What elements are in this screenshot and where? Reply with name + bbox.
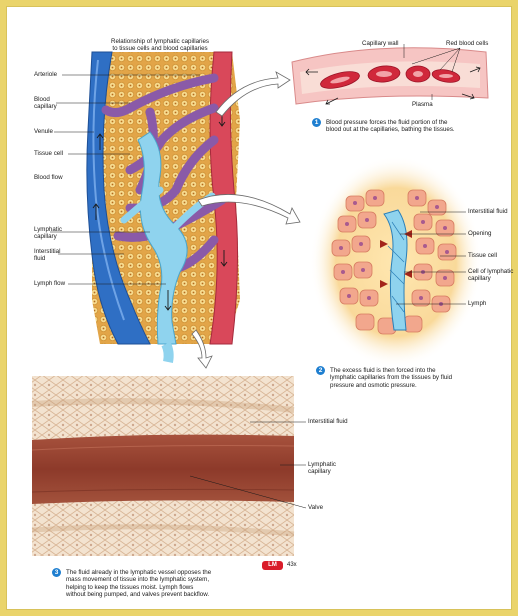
label-lymphatic-capillary: Lymphatic capillary xyxy=(34,226,62,240)
main-diagram xyxy=(50,52,240,362)
panel1-capillary xyxy=(292,44,488,104)
label-blood-capillary: Blood capillary xyxy=(34,96,57,110)
magnification-label: 43x xyxy=(287,562,297,568)
label-p2-tissue-cell: Tissue cell xyxy=(468,252,497,259)
label-arteriole: Arteriole xyxy=(34,71,57,78)
label-p3-interstitial-fluid: Interstitial fluid xyxy=(308,418,348,425)
label-p3-lymphatic-capillary: Lymphatic capillary xyxy=(308,461,336,475)
label-venule: Venule xyxy=(34,128,53,135)
panel1-caption: Blood pressure forces the fluid portion … xyxy=(326,119,455,134)
label-red-blood-cells: Red blood cells xyxy=(446,40,488,47)
label-opening: Opening xyxy=(468,230,491,237)
main-diagram-title: Relationship of lymphatic capillaries to… xyxy=(96,38,224,52)
label-plasma: Plasma xyxy=(412,101,433,108)
label-capillary-wall: Capillary wall xyxy=(362,40,398,47)
label-tissue-cell: Tissue cell xyxy=(34,150,63,157)
lymph-flow-arrow-shape xyxy=(166,344,169,362)
label-lymph: Lymph xyxy=(468,300,486,307)
panel3-micrograph xyxy=(32,376,306,556)
panel2-tissue xyxy=(310,156,482,368)
label-cell-of-lymphatic: Cell of lymphatic capillary xyxy=(468,268,513,282)
label-interstitial-fluid: Interstitial fluid xyxy=(34,248,60,262)
label-p2-interstitial-fluid: Interstitial fluid xyxy=(468,208,508,215)
label-blood-flow: Blood flow xyxy=(34,174,63,181)
step-badge-1: 1 xyxy=(312,118,321,127)
label-lymph-flow: Lymph flow xyxy=(34,280,65,287)
step-badge-2: 2 xyxy=(316,366,325,375)
panel2-caption: The excess fluid is then forced into the… xyxy=(330,367,452,389)
step-badge-3: 3 xyxy=(52,568,61,577)
lm-badge: LM xyxy=(262,561,283,570)
label-valve: Valve xyxy=(308,504,323,511)
panel3-caption: The fluid already in the lymphatic vesse… xyxy=(66,569,211,599)
